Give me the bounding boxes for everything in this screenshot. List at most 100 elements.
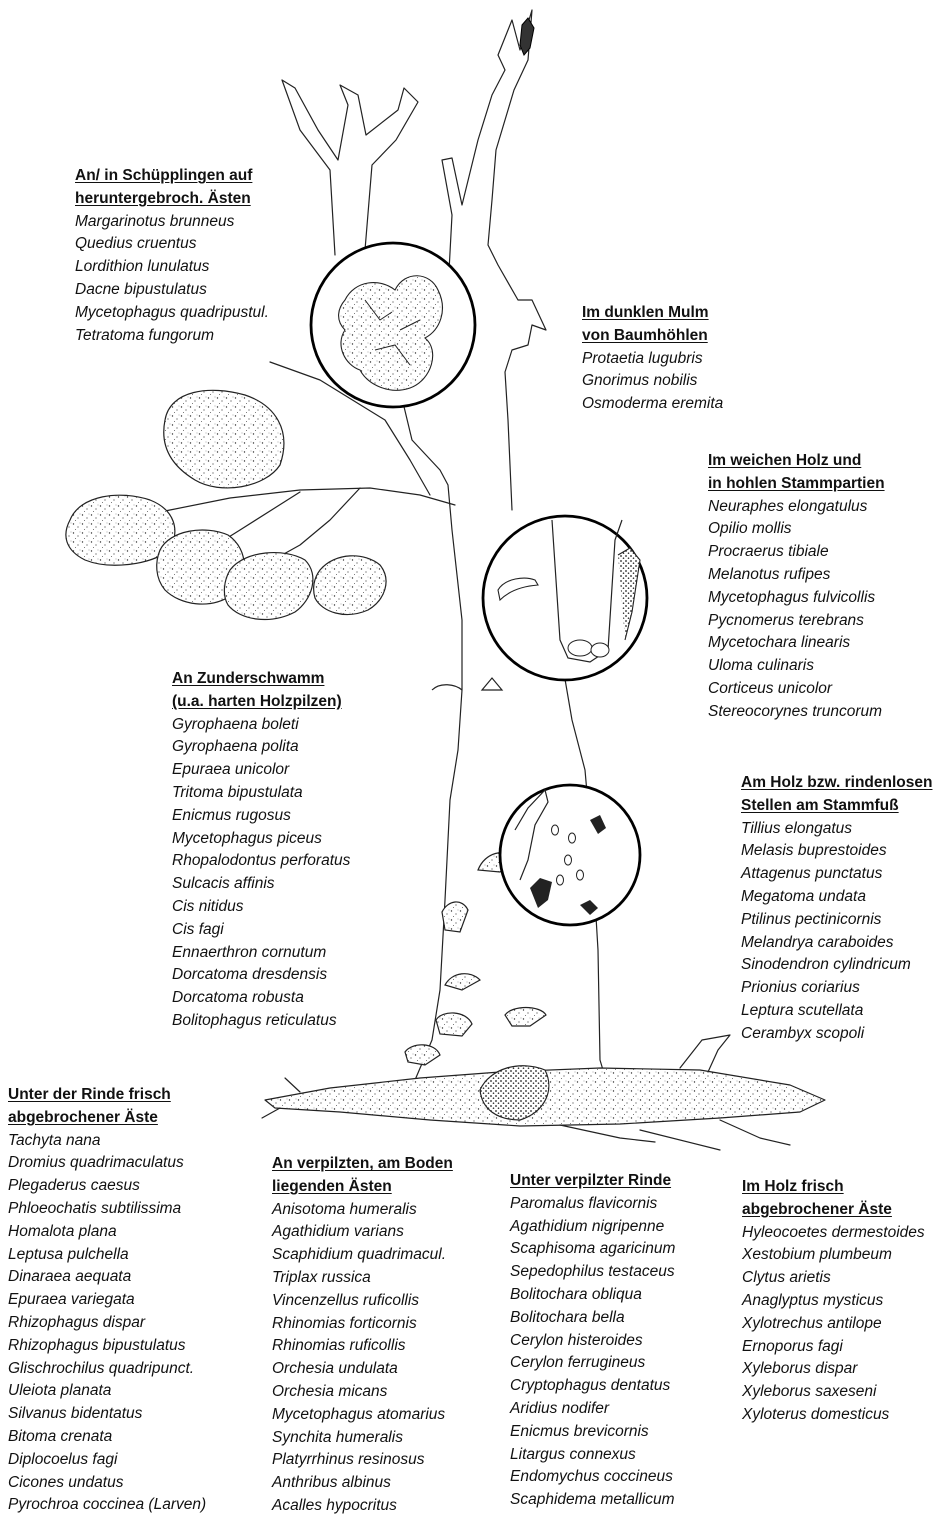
species-item: Cis fagi <box>172 919 350 942</box>
species-item: Mycetophagus piceus <box>172 828 350 851</box>
group-heading: Unter der Rinde frischabgebrochener Äste <box>8 1084 206 1130</box>
species-item: Pyrochroa coccinea (Larven) <box>8 1494 206 1517</box>
species-list: Tachyta nana Dromius quadrimaculatus Ple… <box>8 1130 206 1518</box>
species-list: Gyrophaena boleti Gyrophaena polita Epur… <box>172 714 350 1033</box>
group-heading: Unter verpilzter Rinde <box>510 1170 675 1193</box>
species-item: Cerylon histeroides <box>510 1330 675 1353</box>
species-item: Corticeus unicolor <box>708 678 885 701</box>
species-list: Protaetia lugubris Gnorimus nobilis Osmo… <box>582 348 723 416</box>
group-rinde-frisch: Unter der Rinde frischabgebrochener Äste… <box>8 1084 206 1517</box>
species-item: Tillius elongatus <box>741 818 932 841</box>
species-item: Gnorimus nobilis <box>582 370 723 393</box>
species-item: Pycnomerus terebrans <box>708 610 885 633</box>
species-item: Melandrya caraboides <box>741 932 932 955</box>
species-item: Litargus connexus <box>510 1444 675 1467</box>
species-item: Melanotus rufipes <box>708 564 885 587</box>
species-list: Neuraphes elongatulus Opilio mollis Proc… <box>708 496 885 724</box>
bracket-fungus-7 <box>405 1045 440 1065</box>
species-item: Cerambyx scopoli <box>741 1023 932 1046</box>
species-item: Cryptophagus dentatus <box>510 1375 675 1398</box>
species-item: Gyrophaena boleti <box>172 714 350 737</box>
species-item: Orchesia micans <box>272 1381 453 1404</box>
species-item: Endomychus coccineus <box>510 1466 675 1489</box>
trunk-left-branch <box>282 80 418 255</box>
species-item: Paromalus flavicornis <box>510 1193 675 1216</box>
species-item: Aridius nodifer <box>510 1398 675 1421</box>
species-item: Enicmus brevicornis <box>510 1421 675 1444</box>
group-verpilzte-rinde: Unter verpilzter Rinde Paromalus flavico… <box>510 1170 675 1512</box>
species-list: Margarinotus brunneus Quedius cruentus L… <box>75 211 269 348</box>
species-item: Gyrophaena polita <box>172 736 350 759</box>
species-item: Scaphidium quadrimacul. <box>272 1244 453 1267</box>
species-item: Mycetophagus quadripustul. <box>75 302 269 325</box>
species-item: Epuraea unicolor <box>172 759 350 782</box>
species-item: Rhopalodontus perforatus <box>172 850 350 873</box>
species-list: Tillius elongatus Melasis buprestoides A… <box>741 818 932 1046</box>
species-item: Cis nitidus <box>172 896 350 919</box>
bracket-fungus-1 <box>482 678 502 690</box>
species-item: Leptura scutellata <box>741 1000 932 1023</box>
species-item: Anaglyptus mysticus <box>742 1290 925 1313</box>
species-item: Xestobium plumbeum <box>742 1244 925 1267</box>
species-item: Cerylon ferrugineus <box>510 1352 675 1375</box>
species-item: Scaphidema metallicum <box>510 1489 675 1512</box>
bracket-fungus-3 <box>442 902 468 932</box>
species-item: Dorcatoma robusta <box>172 987 350 1010</box>
species-item: Rhinomias forticornis <box>272 1313 453 1336</box>
species-item: Osmoderma eremita <box>582 393 723 416</box>
species-item: Dorcatoma dresdensis <box>172 964 350 987</box>
species-item: Lordithion lunulatus <box>75 256 269 279</box>
species-item: Bolitochara obliqua <box>510 1284 675 1307</box>
species-item: Glischrochilus quadripunct. <box>8 1358 206 1381</box>
trunk-right-branch <box>442 10 546 510</box>
species-item: Synchita humeralis <box>272 1427 453 1450</box>
species-list: Paromalus flavicornis Agathidium nigripe… <box>510 1193 675 1512</box>
species-item: Platyrrhinus resinosus <box>272 1449 453 1472</box>
species-item: Agathidium varians <box>272 1221 453 1244</box>
species-item: Ptilinus pectinicornis <box>741 909 932 932</box>
species-item: Margarinotus brunneus <box>75 211 269 234</box>
bracket-fungus-4 <box>445 974 480 990</box>
species-item: Bitoma crenata <box>8 1426 206 1449</box>
species-item: Mycetophagus fulvicollis <box>708 587 885 610</box>
species-item: Tetratoma fungorum <box>75 325 269 348</box>
species-item: Rhizophagus bipustulatus <box>8 1335 206 1358</box>
species-item: Tachyta nana <box>8 1130 206 1153</box>
species-item: Prionius coriarius <box>741 977 932 1000</box>
species-item: Rhizophagus dispar <box>8 1312 206 1335</box>
species-item: Sinodendron cylindricum <box>741 954 932 977</box>
species-item: Sepedophilus testaceus <box>510 1261 675 1284</box>
group-zunderschwamm: An Zunderschwamm(u.a. harten Holzpilzen)… <box>172 668 350 1033</box>
species-item: Xyloterus domesticus <box>742 1404 925 1427</box>
species-item: Anisotoma humeralis <box>272 1199 453 1222</box>
group-heading: Im Holz frischabgebrochener Äste <box>742 1176 925 1222</box>
species-item: Tritoma bipustulata <box>172 782 350 805</box>
species-item: Cicones undatus <box>8 1472 206 1495</box>
species-item: Mycetochara linearis <box>708 632 885 655</box>
species-item: Triplax russica <box>272 1267 453 1290</box>
leaf-5 <box>314 556 386 615</box>
species-item: Sulcacis affinis <box>172 873 350 896</box>
species-item: Ennaerthron cornutum <box>172 942 350 965</box>
species-item: Procraerus tibiale <box>708 541 885 564</box>
species-item: Orchesia undulata <box>272 1358 453 1381</box>
species-item: Rhinomias ruficollis <box>272 1335 453 1358</box>
species-item: Acalles hypocritus <box>272 1495 453 1518</box>
species-list: Anisotoma humeralis Agathidium varians S… <box>272 1199 453 1518</box>
bracket-fungus-6 <box>505 1008 546 1027</box>
species-item: Melasis buprestoides <box>741 840 932 863</box>
species-item: Agathidium nigripenne <box>510 1216 675 1239</box>
species-item: Enicmus rugosus <box>172 805 350 828</box>
species-item: Scaphisoma agaricinum <box>510 1238 675 1261</box>
leaf-4 <box>224 553 313 620</box>
species-item: Quedius cruentus <box>75 233 269 256</box>
species-item: Phloeochatis subtilissima <box>8 1198 206 1221</box>
species-item: Hyleocoetes dermestoides <box>742 1222 925 1245</box>
